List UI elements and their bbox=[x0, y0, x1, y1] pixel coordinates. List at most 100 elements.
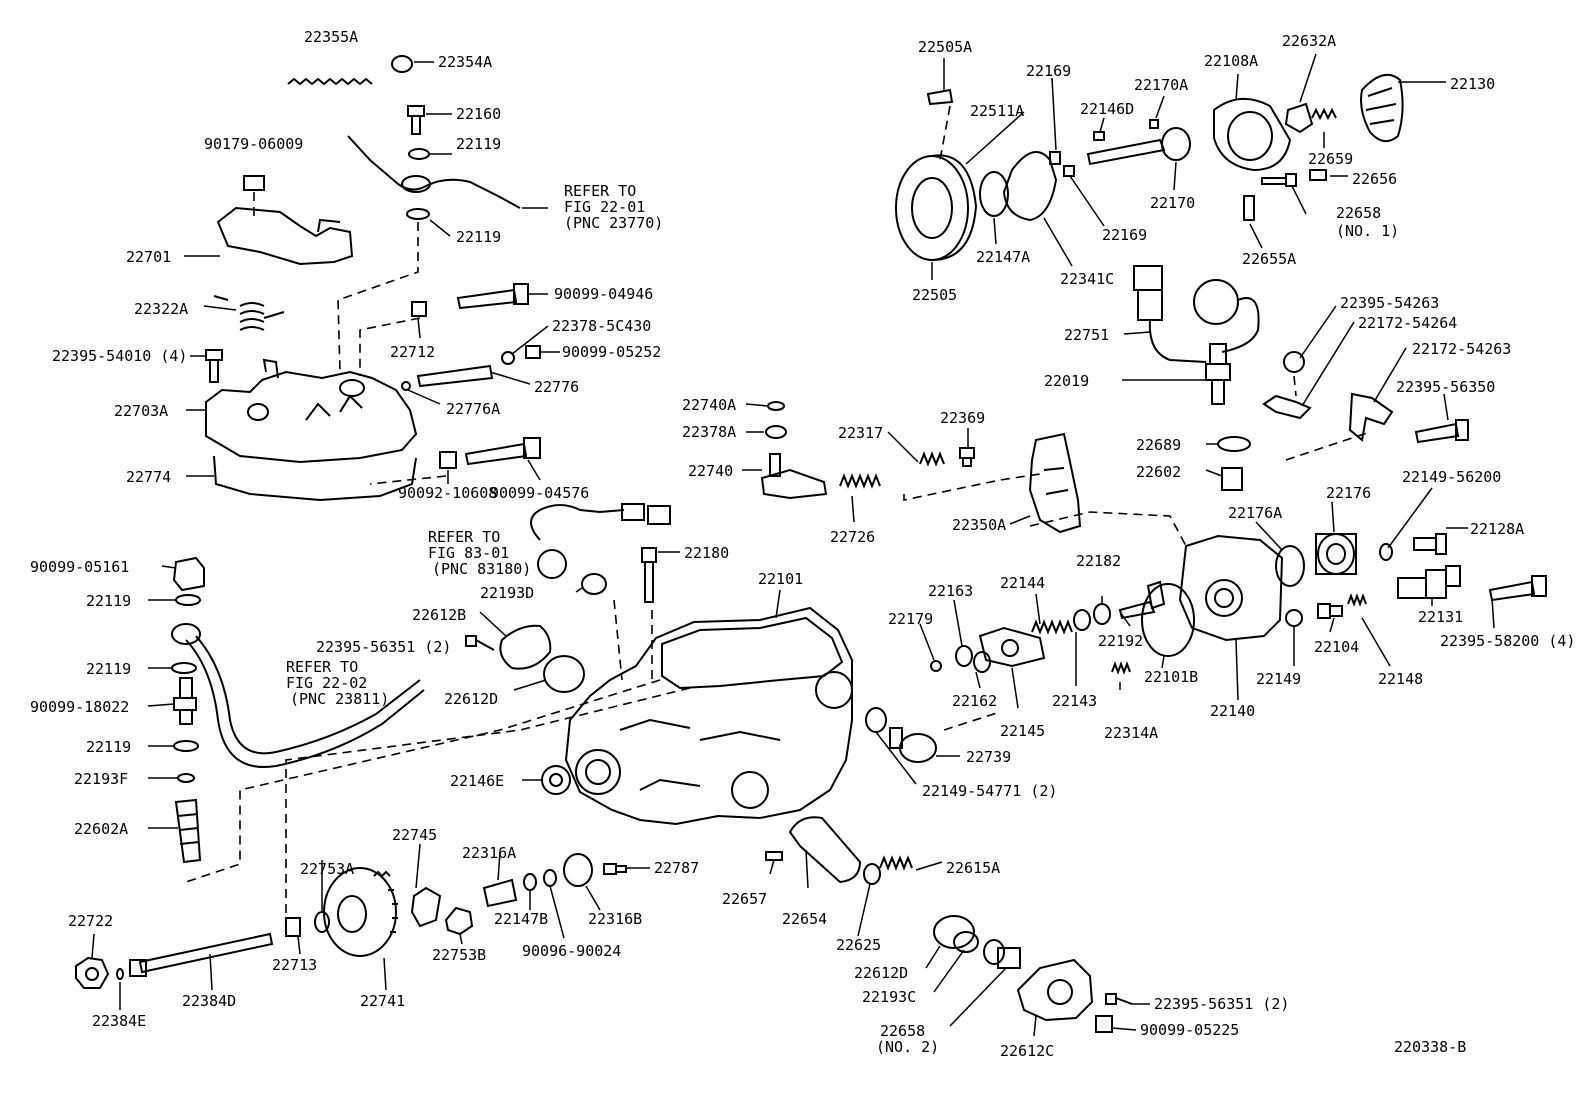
spring-22726-drawing bbox=[839, 473, 881, 489]
pin-22655a-drawing bbox=[1243, 195, 1255, 221]
lever-22745-drawing bbox=[410, 886, 442, 928]
seal-22146e-drawing bbox=[541, 765, 571, 795]
label-22395-54010: 22395-54010 (4) bbox=[52, 347, 187, 365]
bracket-22172-54264-drawing bbox=[1262, 394, 1312, 420]
label-22149-56200: 22149-56200 bbox=[1402, 468, 1501, 486]
ring-22193d-drawing bbox=[581, 573, 607, 595]
nut-90099-05225-drawing bbox=[1095, 1015, 1113, 1033]
label-22147a: 22147A bbox=[976, 248, 1030, 266]
label-22612c: 22612C bbox=[1000, 1042, 1054, 1060]
label-22101: 22101 bbox=[758, 570, 803, 588]
key-22170a-drawing bbox=[1149, 119, 1159, 129]
washer-22147b-drawing bbox=[523, 873, 537, 891]
label-22658-no2: 22658 bbox=[880, 1022, 925, 1040]
wire-harness-drawing bbox=[530, 504, 625, 541]
connector-22751-b-drawing bbox=[1137, 289, 1163, 321]
connector-2-drawing bbox=[647, 505, 671, 525]
plate-22130-drawing bbox=[1360, 73, 1404, 143]
washer-22162-drawing bbox=[973, 651, 991, 673]
ring-22149-54771-drawing bbox=[865, 707, 887, 733]
label-22741: 22741 bbox=[360, 992, 405, 1010]
label-22149: 22149 bbox=[1256, 670, 1301, 688]
spring-22322a-tail-drawing bbox=[213, 295, 285, 319]
ring-22378a-drawing bbox=[765, 425, 787, 439]
ring-22108a-drawing bbox=[1213, 98, 1292, 172]
ring-22776a-drawing bbox=[401, 381, 411, 391]
label-22192: 22192 bbox=[1098, 632, 1143, 650]
fuel-pipe-22-02-b-drawing bbox=[185, 639, 425, 768]
label-22753a: 22753A bbox=[300, 860, 354, 878]
fitting-22131-drawing bbox=[1397, 565, 1461, 599]
label-22355a: 22355A bbox=[304, 28, 358, 46]
label-22119-d: 22119 bbox=[86, 660, 131, 678]
plunger-22192-drawing bbox=[1118, 600, 1156, 620]
label-fig-83-01: FIG 83-01 bbox=[428, 544, 509, 562]
label-22774: 22774 bbox=[126, 468, 171, 486]
washer-22119-top-drawing bbox=[408, 148, 430, 160]
sleeve-22316a-drawing bbox=[482, 878, 518, 908]
washer-22119-b-drawing bbox=[171, 662, 197, 674]
label-22713: 22713 bbox=[272, 956, 317, 974]
label-refer-to-1: REFER TO bbox=[564, 182, 636, 200]
label-22658-no1: 22658 bbox=[1336, 204, 1381, 222]
pulley-22505-drawing bbox=[895, 155, 969, 261]
screw-22776-drawing bbox=[416, 364, 494, 388]
plate-22713-drawing bbox=[285, 917, 301, 937]
label-22149-54771: 22149-54771 (2) bbox=[922, 782, 1057, 800]
label-22612d-b: 22612D bbox=[854, 964, 908, 982]
label-22701: 22701 bbox=[126, 248, 171, 266]
bracket-22701-drawing bbox=[216, 206, 354, 266]
plate-22130-ridges-drawing bbox=[1365, 87, 1397, 125]
screw-22787-drawing bbox=[603, 863, 627, 875]
ring-22740a-drawing bbox=[767, 401, 785, 411]
spring-22355a-drawing bbox=[287, 77, 373, 86]
label-22505: 22505 bbox=[912, 286, 957, 304]
shaft-22384d-drawing bbox=[138, 932, 274, 974]
pump-housing-22101-drawing bbox=[564, 606, 853, 826]
label-refer-to-3: REFER TO bbox=[286, 658, 358, 676]
spring-22322a-drawing bbox=[239, 302, 265, 331]
label-90179-06009: 90179-06009 bbox=[204, 135, 303, 153]
collar-22316b-drawing bbox=[563, 853, 593, 887]
label-22131: 22131 bbox=[1418, 608, 1463, 626]
washer-90096-drawing bbox=[543, 869, 557, 887]
pin-22657-drawing bbox=[765, 851, 783, 861]
label-90099-05161: 90099-05161 bbox=[30, 558, 129, 576]
label-22656: 22656 bbox=[1352, 170, 1397, 188]
label-22654: 22654 bbox=[782, 910, 827, 928]
washer-22119-c-drawing bbox=[173, 740, 199, 752]
gear-22741-drawing bbox=[323, 867, 397, 957]
pump-bore-left-inner-drawing bbox=[585, 759, 611, 785]
label-22169-b: 22169 bbox=[1102, 226, 1147, 244]
screw-22395-56351-lower-drawing bbox=[1105, 993, 1133, 1005]
label-22776a: 22776A bbox=[446, 400, 500, 418]
label-22776: 22776 bbox=[534, 378, 579, 396]
plug-22658-no2-drawing bbox=[983, 939, 1021, 969]
label-90092-10608: 90092-10608 bbox=[398, 484, 497, 502]
label-22322a: 22322A bbox=[134, 300, 188, 318]
shaft-22170-drawing bbox=[1086, 138, 1166, 166]
label-22602a: 22602A bbox=[74, 820, 128, 838]
label-22341c: 22341C bbox=[1060, 270, 1114, 288]
label-22395-56351-a: 22395-56351 (2) bbox=[316, 638, 451, 656]
o-ring-22176a-drawing bbox=[1275, 545, 1305, 587]
label-22612b: 22612B bbox=[412, 606, 466, 624]
ring-22193c-drawing bbox=[953, 931, 979, 953]
connector-drawing bbox=[621, 503, 645, 521]
solenoid-drawing bbox=[537, 549, 567, 579]
sensor-cap-drawing bbox=[1193, 279, 1239, 325]
label-22384e: 22384E bbox=[92, 1012, 146, 1030]
o-ring-22689-drawing bbox=[1217, 436, 1251, 452]
spring-22659-drawing bbox=[1311, 107, 1337, 121]
label-22104: 22104 bbox=[1314, 638, 1359, 656]
drawing-number: 220338-B bbox=[1394, 1038, 1466, 1056]
governor-cover-22703a-drawing bbox=[205, 370, 418, 464]
label-22193c: 22193C bbox=[862, 988, 916, 1006]
o-ring-22101b-drawing bbox=[1141, 583, 1195, 657]
spring-22317-drawing bbox=[919, 451, 945, 467]
label-22193f: 22193F bbox=[74, 770, 128, 788]
label-22751: 22751 bbox=[1064, 326, 1109, 344]
label-90099-04576: 90099-04576 bbox=[490, 484, 589, 502]
label-22176a: 22176A bbox=[1228, 504, 1282, 522]
bolt-22395-56350-drawing bbox=[1414, 419, 1469, 444]
